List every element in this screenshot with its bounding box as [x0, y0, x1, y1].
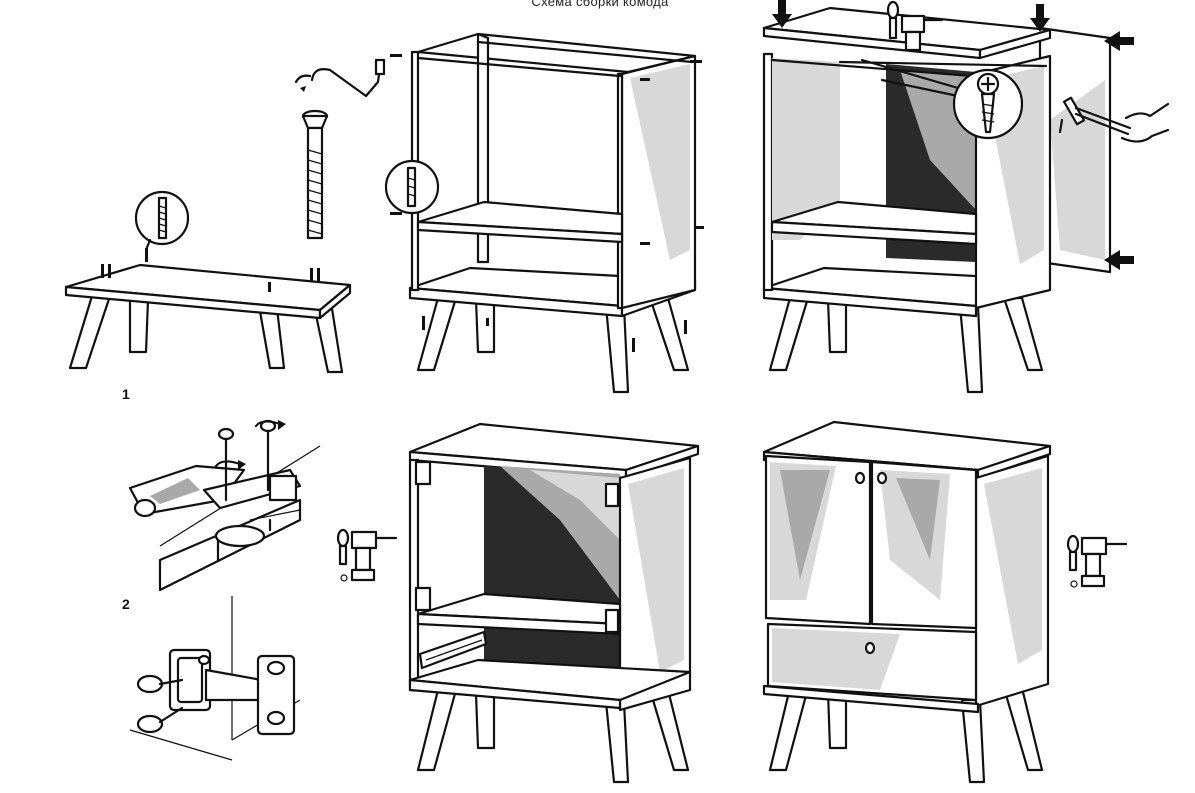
screw-icon	[134, 190, 190, 252]
allen-key-icon	[294, 58, 386, 98]
arrow-icon	[772, 0, 792, 28]
arrow-icon	[1030, 4, 1050, 32]
step-number-2: 2	[122, 596, 130, 612]
finished-cabinet-illustration	[762, 420, 1052, 784]
carcass-illustration	[390, 32, 704, 394]
base-panel-illustration	[64, 248, 352, 374]
screw-icon	[860, 58, 1024, 140]
drill-icon	[336, 528, 398, 582]
top-and-back-illustration	[762, 6, 1112, 394]
hinge-mounting-detail	[128, 419, 321, 592]
hammer-icon	[1058, 96, 1170, 143]
hinges-and-slides-illustration	[408, 422, 700, 784]
screwdriver-icon	[886, 0, 944, 52]
hinge-icon	[129, 596, 301, 761]
arrow-icon	[1104, 31, 1134, 51]
step-number-1: 1	[122, 386, 130, 402]
confirmat-screw-icon	[301, 109, 329, 240]
diagram-title: Схема сборки комода	[531, 0, 669, 9]
screw-icon	[384, 159, 440, 215]
drill-icon	[1066, 534, 1128, 588]
arrow-icon	[1104, 250, 1134, 270]
